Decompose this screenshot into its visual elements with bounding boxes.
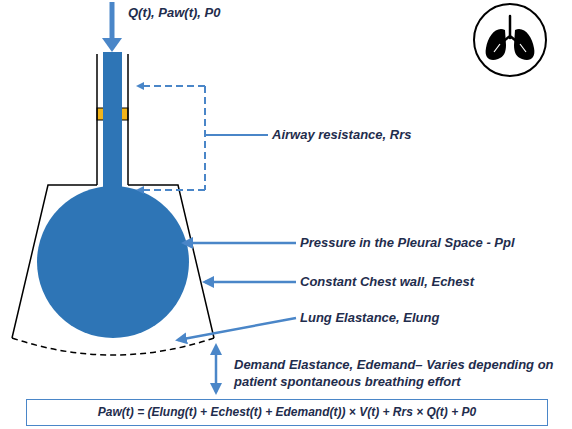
callout-label: Q(t), Paw(t), P0 [128,4,328,21]
bracket-bottom [138,189,205,191]
bracket-top [138,85,205,87]
inflow-arrow [110,2,115,40]
lungs-icon [474,4,546,76]
airway-wall-left [96,54,98,185]
diaphragm-dashed [12,338,214,355]
callout-label: Airway resistance, Rrs [272,126,532,143]
airway-wall-right [127,54,129,185]
lung-balloon [37,186,189,338]
equation-text: Paw(t) = (Elung(t) + Echest(t) + Edemand… [98,405,476,420]
leader-arrow [205,281,296,284]
callout-label: Lung Elastance, Elung [300,309,560,326]
callout-label: Demand Elastance, Edemand– Varies depend… [234,356,554,390]
bracket-side [204,86,206,190]
equation-box: Paw(t) = (Elung(t) + Echest(t) + Edemand… [26,399,548,426]
callout-label: Constant Chest wall, Echest [300,273,560,290]
leader-arrow [184,242,296,245]
double-arrow [215,352,218,392]
leader-line [205,134,268,136]
leader-arrow [178,318,296,340]
airway-tube [103,52,122,202]
callout-label: Pressure in the Pleural Space - Ppl [300,234,570,251]
inflow-arrowhead [102,38,122,52]
